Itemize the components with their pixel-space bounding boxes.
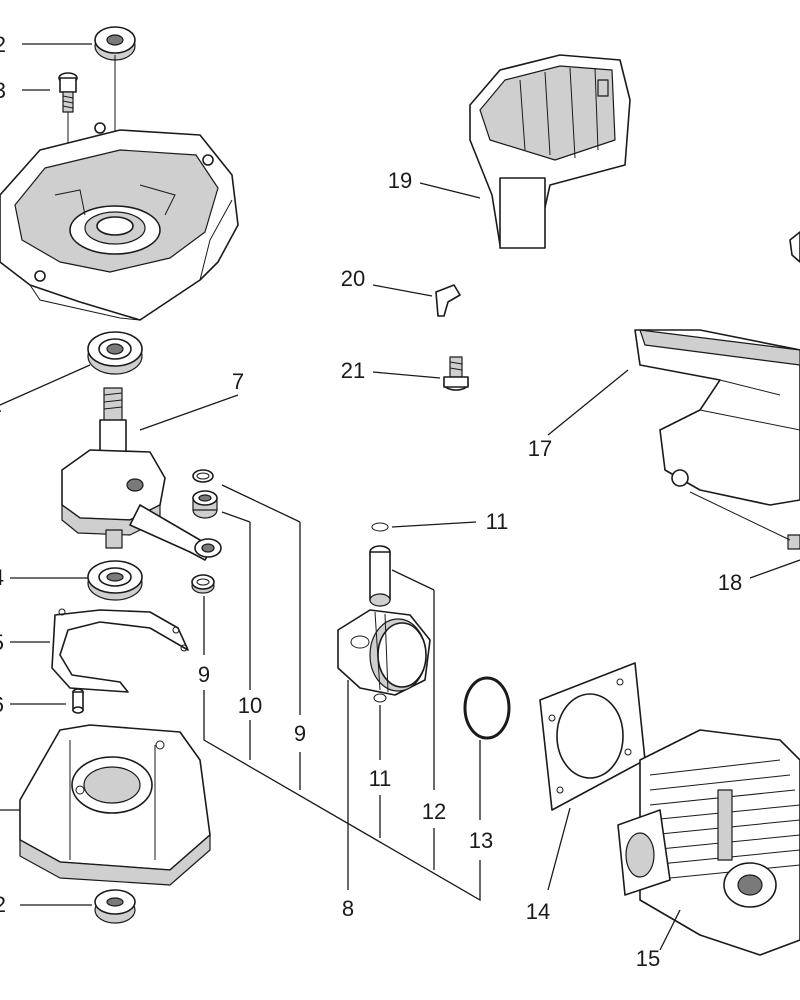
part-14-cylinder-gasket (539, 662, 646, 811)
part-20-clip (435, 284, 461, 317)
label-part-4: 4 (0, 565, 4, 590)
label-part-21: 21 (341, 358, 365, 383)
part-11-circlip-top (371, 522, 389, 532)
label-part-6: 6 (0, 692, 4, 717)
part-19-cover (469, 54, 631, 249)
label-part-2-top: 2 (0, 32, 6, 57)
label-part-20: 20 (341, 266, 365, 291)
label-part-17: 17 (528, 436, 552, 461)
label-part-9-right: 9 (294, 721, 306, 746)
part-11-circlip-bottom (373, 693, 387, 703)
label-part-11-bottom: 11 (369, 766, 392, 791)
part-1-bearing (87, 331, 143, 375)
part-15-cylinder (617, 729, 800, 956)
part-12-piston-pin (369, 545, 391, 607)
part-2-bottom-bearing (94, 889, 136, 924)
part-8-piston (337, 609, 431, 696)
right-edge-partial-part (789, 231, 800, 263)
label-part-13: 13 (469, 828, 493, 853)
crankcase-upper (0, 122, 239, 321)
part-4-bearing (87, 560, 143, 601)
part-9-washer-top (192, 469, 214, 483)
label-part-8: 8 (342, 896, 354, 921)
part-17-shroud (634, 329, 800, 506)
part-3-bolt (58, 72, 78, 113)
label-part-3: 3 (0, 78, 6, 103)
label-part-15: 15 (636, 946, 660, 971)
label-part-5: 5 (0, 630, 4, 655)
part-10-needle-bearing (192, 490, 218, 519)
part-2-top-bearing (94, 26, 136, 61)
label-part-14: 14 (526, 899, 550, 924)
label-part-10: 10 (238, 693, 262, 718)
label-part-1: 1 (0, 392, 2, 417)
part-13-piston-ring (463, 676, 511, 740)
label-part-19: 19 (388, 168, 412, 193)
label-part-2-bottom: 2 (0, 892, 6, 917)
label-part-11-top: 11 (486, 509, 509, 534)
part-18-bolt (787, 534, 800, 550)
crankcase-lower (19, 724, 211, 886)
part-7-crankshaft (61, 387, 222, 561)
part-5-gasket (51, 608, 189, 693)
label-part-18: 18 (718, 570, 742, 595)
part-21-screw (443, 356, 469, 391)
label-part-12: 12 (422, 799, 446, 824)
part-6-pin (72, 688, 84, 714)
label-part-9-left: 9 (198, 662, 210, 687)
part-9-washer-bottom (191, 574, 215, 594)
label-part-7: 7 (232, 369, 244, 394)
